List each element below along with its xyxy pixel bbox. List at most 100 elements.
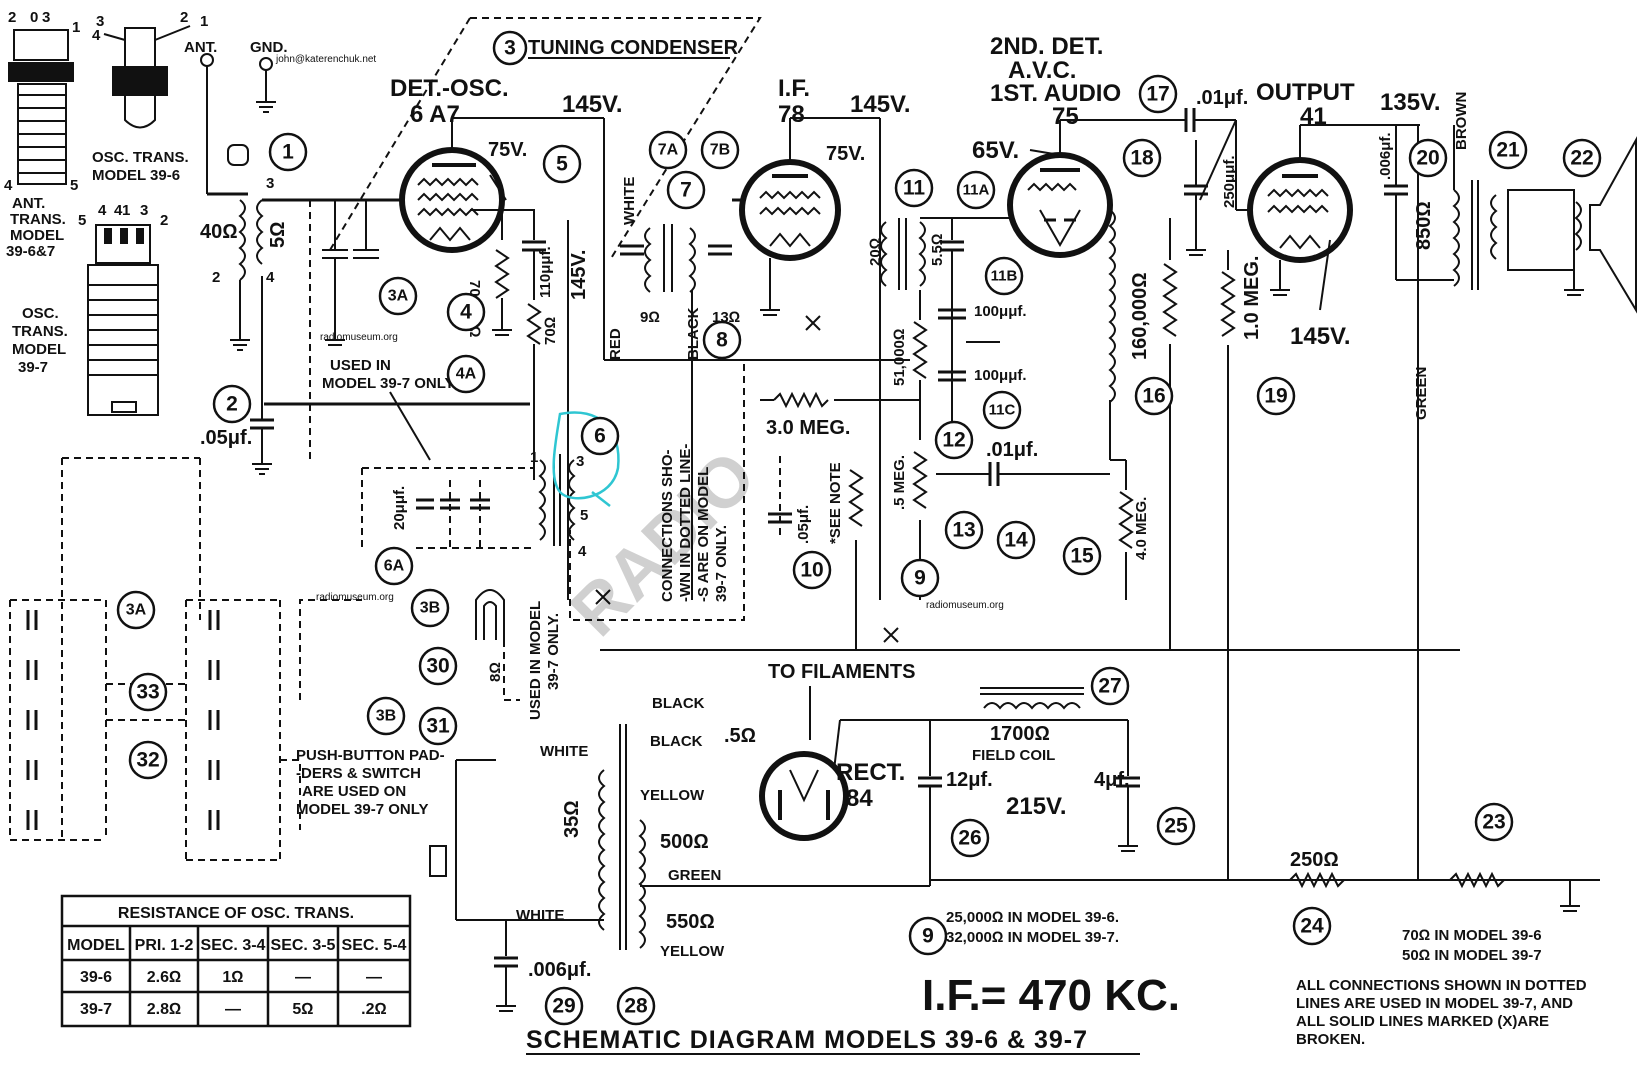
- svg-text:5: 5: [556, 153, 568, 176]
- r5-label: 5Ω: [267, 222, 289, 248]
- push-button-label-2: -DERS & SWITCH: [296, 765, 421, 782]
- osc-trans-396-label-2: MODEL 39-6: [92, 167, 180, 184]
- c4-label: 4μf.: [1094, 769, 1130, 791]
- svg-text:26: 26: [958, 827, 981, 850]
- ant-trans-label: ANT.: [12, 195, 45, 212]
- callout-33: 33: [128, 672, 168, 712]
- callout-25: 25: [1156, 806, 1196, 846]
- svg-text:1: 1: [200, 13, 208, 30]
- svg-text:15: 15: [1070, 545, 1094, 568]
- black-label: BLACK: [685, 307, 702, 360]
- svg-text:1: 1: [282, 141, 294, 164]
- svg-text:7B: 7B: [710, 142, 730, 159]
- svg-text:27: 27: [1098, 675, 1121, 698]
- callout-27: 27: [1090, 666, 1130, 706]
- callout-3a-lower: 3A: [116, 590, 156, 630]
- callout-3b: 3B: [410, 588, 450, 628]
- v75b-label: 75V.: [826, 143, 865, 165]
- svg-text:13: 13: [952, 519, 975, 542]
- if-tube: [739, 159, 841, 261]
- svg-text:3: 3: [504, 37, 516, 60]
- connections-note-3: -S ARE ON MODEL: [695, 467, 712, 602]
- callout-8: 8: [702, 320, 742, 360]
- svg-text:3B: 3B: [376, 708, 396, 725]
- v145d-label: 145V.: [1290, 323, 1351, 350]
- svg-text:7: 7: [680, 179, 692, 202]
- black-label-3: BLACK: [650, 733, 703, 750]
- ant-trans-label-4: 39-6&7: [6, 243, 55, 260]
- if-type: 78: [778, 101, 805, 128]
- callout-4: 4: [446, 292, 486, 332]
- note23-line2: 50Ω IN MODEL 39-7: [1402, 947, 1542, 964]
- callout-29: 29: [544, 986, 584, 1026]
- ant-trans-label-2: TRANS.: [10, 211, 66, 228]
- callout-21: 21: [1488, 130, 1528, 170]
- callout-5: 5: [542, 144, 582, 184]
- table-cell: 39-6: [80, 969, 112, 986]
- gnd-label: GND.: [250, 39, 288, 56]
- r500-label: 500Ω: [660, 831, 709, 853]
- det2-role1: 2ND. DET.: [990, 33, 1103, 60]
- yellow-label-2: YELLOW: [660, 943, 725, 960]
- c05b-label: .05μf.: [795, 505, 812, 544]
- svg-text:3A: 3A: [126, 602, 147, 619]
- tuning-condenser-enclosure: [470, 17, 762, 261]
- c12-label: 12μf.: [946, 769, 993, 791]
- det2-type: 75: [1052, 103, 1079, 130]
- diagram-title: SCHEMATIC DIAGRAM MODELS 39-6 & 39-7: [526, 1026, 1088, 1054]
- callout-7a: 7A: [648, 130, 688, 170]
- svg-text:2: 2: [212, 269, 220, 286]
- svg-text:3B: 3B: [420, 600, 440, 617]
- green-label: GREEN: [668, 867, 721, 884]
- svg-text:1: 1: [72, 19, 80, 36]
- osc-trans-397-label-2: TRANS.: [12, 323, 68, 340]
- note23-line1: 70Ω IN MODEL 39-6: [1402, 927, 1542, 944]
- callout-7b: 7B: [700, 130, 740, 170]
- svg-text:11C: 11C: [989, 402, 1016, 419]
- resistance-table: [60, 894, 412, 1028]
- svg-text:6: 6: [594, 425, 606, 448]
- callout-group: 1 2 3 3A 4 4A 5 6 6A 7 7A 7B 8 9 9 10 11…: [116, 30, 1602, 1026]
- output-tube: [1247, 157, 1353, 263]
- svg-text:32: 32: [136, 749, 159, 772]
- red-label: RED: [607, 328, 624, 360]
- r8-label: 8Ω: [487, 662, 504, 682]
- callout-3a: 3A: [378, 276, 418, 316]
- c006b-label: .006μf.: [528, 959, 591, 981]
- r40-label: 40Ω: [200, 221, 238, 243]
- svg-text:17: 17: [1146, 83, 1169, 106]
- tuning-condenser-label: TUNING CONDENSER: [528, 37, 739, 59]
- ant-trans-label-3: MODEL: [10, 227, 64, 244]
- email-watermark: john@katerenchuk.net: [275, 54, 376, 65]
- r70-label: 70Ω: [542, 317, 559, 345]
- det2-role3: 1ST. AUDIO: [990, 80, 1121, 107]
- r9-label: 9Ω: [640, 309, 660, 326]
- r850-label: 850Ω: [1413, 201, 1435, 250]
- radiomuseum-watermark-3: radiomuseum.org: [926, 600, 1004, 611]
- callout-6a: 6A: [374, 546, 414, 586]
- svg-text:12: 12: [942, 429, 965, 452]
- v135-label: 135V.: [1380, 89, 1441, 116]
- white-label-2: WHITE: [540, 743, 588, 760]
- svg-text:4: 4: [266, 269, 275, 286]
- v75a-label: 75V.: [488, 139, 527, 161]
- callout-15: 15: [1062, 536, 1102, 576]
- r1meg-label: 1.0 MEG.: [1241, 256, 1263, 340]
- callout-10: 10: [792, 550, 832, 590]
- svg-text:23: 23: [1482, 811, 1505, 834]
- r4meg-label: 4.0 MEG.: [1133, 497, 1150, 560]
- table-header-sec35: SEC. 3-5: [271, 937, 336, 954]
- svg-text:1: 1: [122, 202, 130, 219]
- svg-text:0: 0: [30, 9, 38, 26]
- c100b-label: 100μμf.: [974, 367, 1027, 384]
- table-title: RESISTANCE OF OSC. TRANS.: [118, 905, 354, 922]
- table-header-sec34: SEC. 3-4: [201, 937, 266, 954]
- callout-13: 13: [944, 510, 984, 550]
- callout-14: 14: [996, 520, 1036, 560]
- svg-text:4: 4: [98, 202, 107, 219]
- svg-text:2: 2: [8, 9, 16, 26]
- det2-role2: A.V.C.: [1008, 57, 1076, 84]
